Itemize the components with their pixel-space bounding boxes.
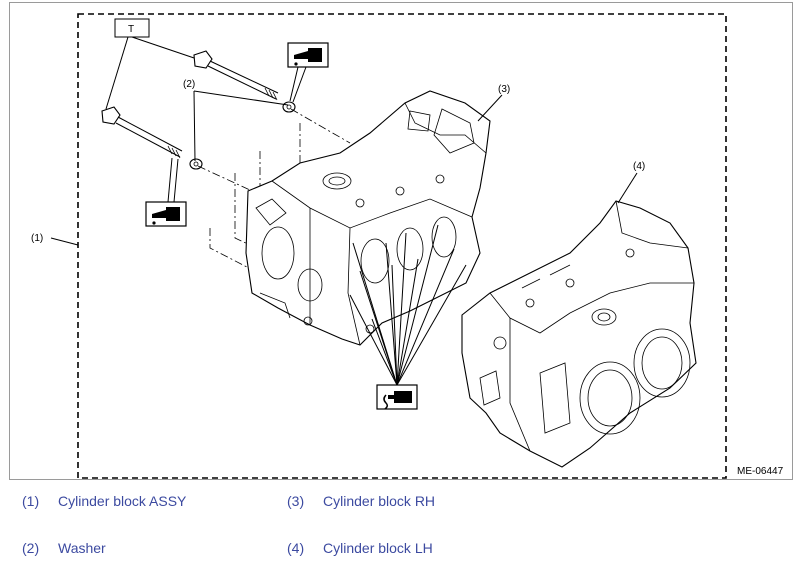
- grease-applicator-icon: [376, 384, 418, 410]
- torque-leader-upper: [131, 36, 201, 61]
- callout-3-leader: [477, 94, 503, 122]
- legend-number: (4): [287, 540, 305, 556]
- callout-3: (3): [498, 84, 510, 95]
- callout-2-leader-b: [193, 90, 196, 162]
- legend-label: Washer: [58, 540, 106, 556]
- legend: (1) Cylinder block ASSY (3) Cylinder block…: [0, 480, 803, 566]
- legend-label: Cylinder block LH: [323, 540, 433, 556]
- legend-item-1: (1) Cylinder block ASSY: [22, 493, 186, 509]
- oil-can-icon: [287, 42, 329, 68]
- legend-number: (1): [22, 493, 40, 509]
- callout-1: (1): [31, 233, 43, 244]
- legend-label: Cylinder block RH: [323, 493, 436, 509]
- lower-washer: [189, 158, 203, 170]
- callout-2: (2): [183, 79, 195, 90]
- legend-number: (2): [22, 540, 40, 556]
- legend-item-2: (2) Washer: [22, 540, 106, 556]
- legend-item-4: (4) Cylinder block LH: [287, 540, 433, 556]
- torque-leader-lower: [105, 36, 129, 110]
- legend-number: (3): [287, 493, 305, 509]
- callout-4: (4): [633, 161, 645, 172]
- cylinder-block-lh: [461, 200, 697, 468]
- upper-bolt: [193, 50, 279, 101]
- legend-label: Cylinder block ASSY: [58, 493, 187, 509]
- assembly-boundary: [77, 13, 727, 479]
- exploded-view-drawing: (1) T (2): [31, 13, 784, 479]
- figure-code: ME-06447: [737, 466, 784, 477]
- cylinder-block-rh: [245, 90, 491, 346]
- legend-item-3: (3) Cylinder block RH: [287, 493, 435, 509]
- grease-leaders: [349, 224, 467, 386]
- torque-tag-label: T: [128, 24, 134, 35]
- callout-4-leader: [617, 172, 638, 204]
- diagram-figure: (1) T (2): [9, 2, 793, 480]
- lower-bolt: [101, 106, 183, 159]
- oil-can-icon-lower: [145, 201, 187, 227]
- callout-1-leader: [50, 237, 79, 246]
- callout-2-leader-a: [193, 90, 289, 106]
